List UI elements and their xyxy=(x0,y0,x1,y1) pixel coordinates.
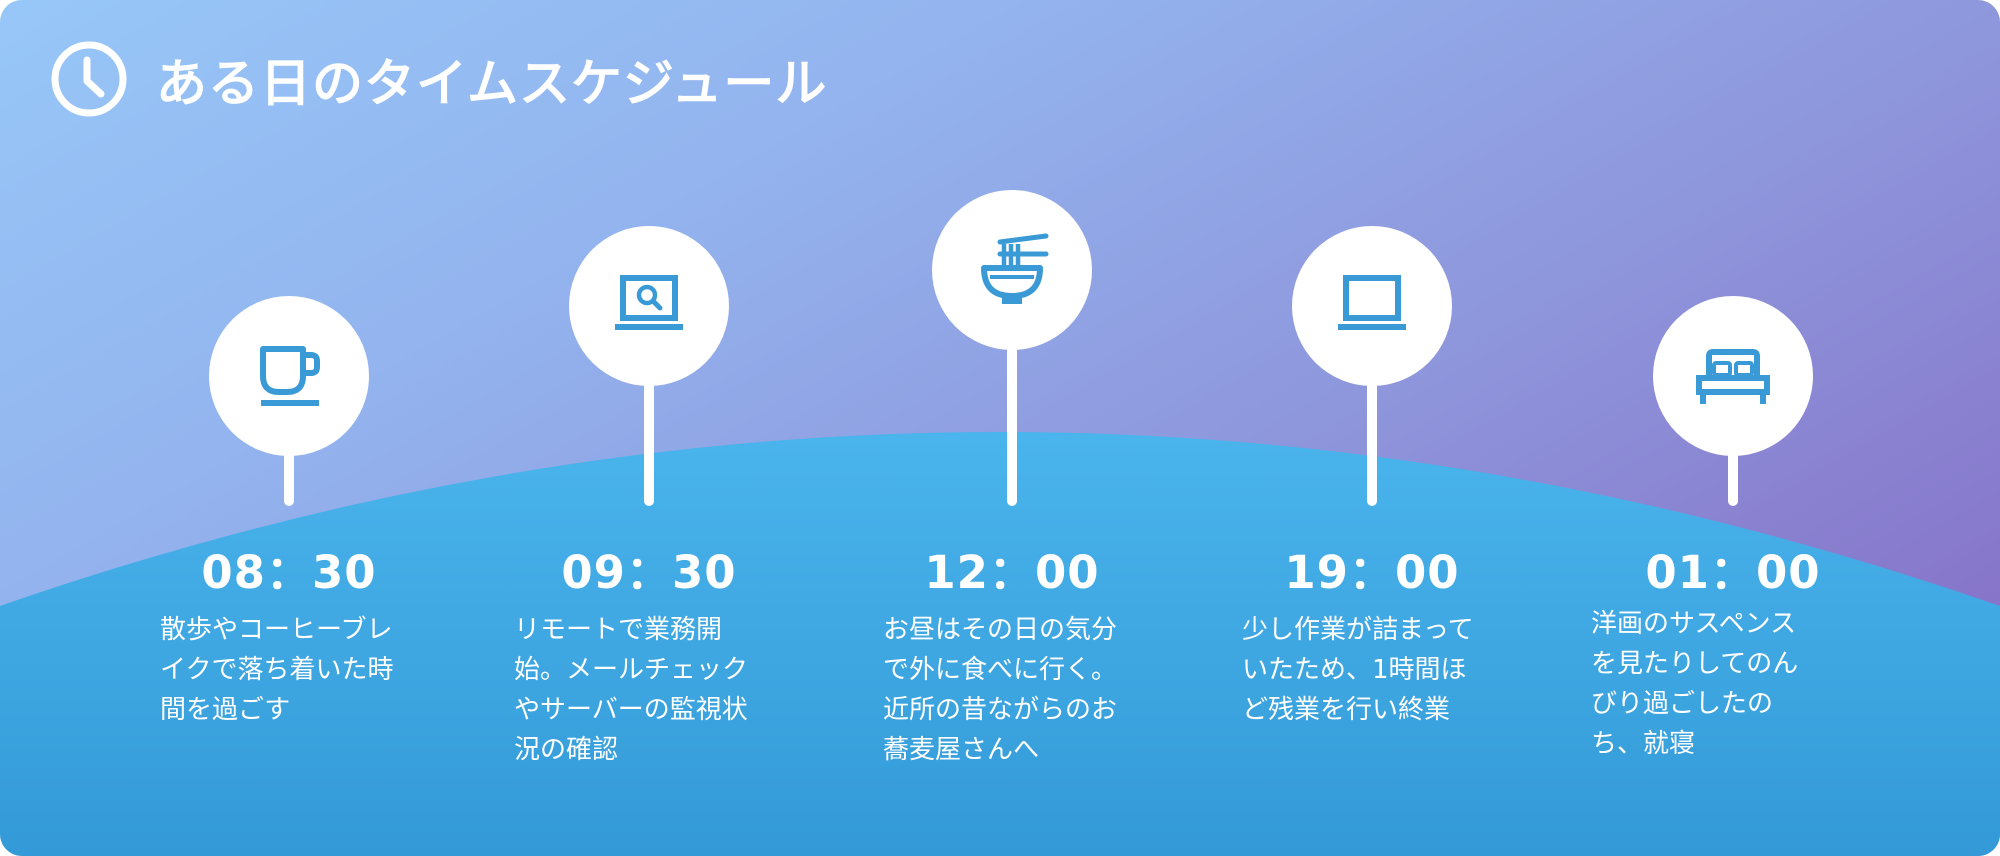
time-label: 08：30 xyxy=(201,546,377,599)
timeline-stem xyxy=(1367,385,1377,506)
coffee-cup-icon xyxy=(260,346,320,406)
icon-circle xyxy=(932,190,1092,350)
description: 少し作業が詰まって いたため、1時間ほ ど残業を行い終業 xyxy=(1242,615,1474,725)
header: ある日のタイムスケジュール xyxy=(50,40,827,118)
noodle-bowl-icon xyxy=(981,233,1049,304)
icon-circle xyxy=(1653,296,1813,456)
timeline-stem xyxy=(1007,349,1017,506)
time-label: 12：00 xyxy=(924,546,1100,599)
laptop-icon xyxy=(1338,275,1406,330)
bed-icon xyxy=(1696,349,1770,404)
icon-circle xyxy=(1292,226,1452,386)
time-label: 19：00 xyxy=(1284,546,1460,599)
timeline-stem xyxy=(644,385,654,506)
time-label: 09：30 xyxy=(561,546,737,599)
description: 洋画のサスペンス を見たりしてのん びり過ごしたの ち、就寝 xyxy=(1591,609,1799,759)
laptop-search-icon xyxy=(615,275,683,330)
clock-icon xyxy=(51,41,127,117)
description: 散歩やコーヒーブレ イクで落ち着いた時 間を過ごす xyxy=(160,615,394,725)
icon-circle xyxy=(569,226,729,386)
description: お昼はその日の気分 で外に食べに行く。 近所の昔ながらのお 蕎麦屋さんへ xyxy=(883,615,1118,765)
timeline-stem xyxy=(284,455,294,506)
timeline-stem xyxy=(1728,455,1738,506)
icon-circle xyxy=(209,296,369,456)
description: リモートで業務開 始。メールチェック やサーバーの監視状 況の確認 xyxy=(514,615,749,765)
page-title: ある日のタイムスケジュール xyxy=(156,55,828,114)
time-label: 01：00 xyxy=(1645,546,1821,599)
